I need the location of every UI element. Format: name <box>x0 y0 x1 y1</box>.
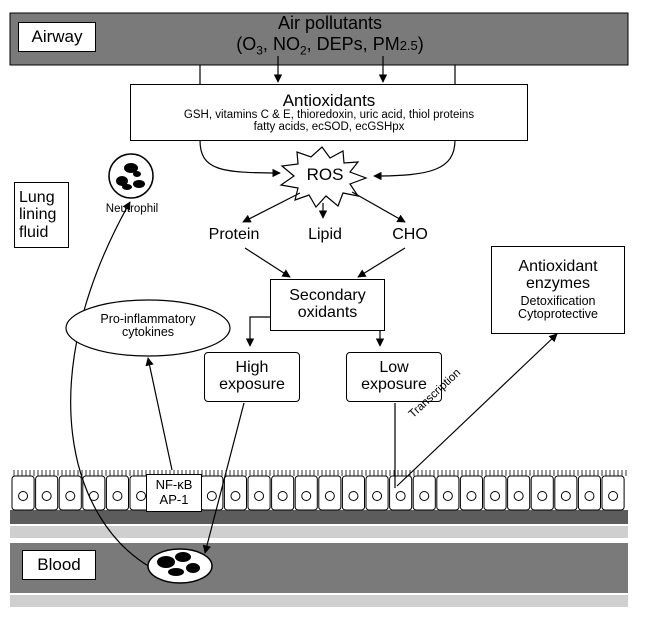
arrow-ros-protein <box>242 192 301 223</box>
arrow-high-blood <box>202 402 245 554</box>
air-pollutants-title: Air pollutants <box>277 13 383 33</box>
arrow-protein-secondary <box>244 247 291 278</box>
cell-nucleus <box>230 491 241 501</box>
cell-nucleus <box>419 491 430 501</box>
cell-nucleus <box>513 491 524 501</box>
arrow-cho-secondary <box>357 247 406 278</box>
cell-nucleus <box>136 491 147 501</box>
cell-nucleus <box>65 491 76 501</box>
cell-nucleus <box>277 491 288 501</box>
lipid-label: Lipid <box>308 226 342 243</box>
nfkb-box: NF-κB AP-1 <box>146 474 202 512</box>
cilia <box>13 470 627 476</box>
cell-nucleus <box>584 491 595 501</box>
secondary-oxidants-box: Secondary oxidants <box>270 279 385 331</box>
neutrophil-icon <box>108 153 154 199</box>
cell-nucleus <box>301 491 312 501</box>
ros-star <box>279 146 368 209</box>
epithelial-cells <box>11 475 625 511</box>
cell-nucleus <box>206 491 217 501</box>
airway-band <box>9 12 629 66</box>
lung-lining-fluid-box: Lung lining fluid <box>14 182 69 248</box>
cell-nucleus <box>466 491 477 501</box>
cho-label: CHO <box>392 226 428 243</box>
cell-nucleus <box>18 491 29 501</box>
arrow-secondary-high <box>245 316 270 347</box>
high-exposure-box: High exposure <box>204 352 300 402</box>
airway-label: Airway <box>18 22 96 52</box>
cell-nucleus <box>112 491 123 501</box>
protein-label: Protein <box>208 226 260 243</box>
arrow-ros-cho <box>351 191 406 223</box>
cell-nucleus <box>608 491 619 501</box>
antioxidants-box: Antioxidants GSH, vitamins C & E, thiore… <box>130 84 528 141</box>
cell-nucleus <box>348 491 359 501</box>
cytokines-label: Pro-inflammatory cytokines <box>100 312 196 340</box>
arrow-neutrophil-migration <box>70 201 151 568</box>
basement-membrane <box>10 526 628 538</box>
cell-nucleus <box>324 491 335 501</box>
cell-nucleus <box>254 491 265 501</box>
cell-nucleus <box>537 491 548 501</box>
cell-nucleus <box>442 491 453 501</box>
cell-nucleus <box>372 491 383 501</box>
cell-nucleus <box>41 491 52 501</box>
blood-band <box>10 543 628 593</box>
blood-neutrophil-icon <box>147 548 213 584</box>
cell-nucleus <box>560 491 571 501</box>
arrow-transcription <box>396 333 558 487</box>
cell-nucleus <box>490 491 501 501</box>
air-pollutants-list: (O3, NO2, DEPs, PM2.5) <box>236 34 424 58</box>
ros-label: ROS <box>306 165 344 184</box>
neutrophil-label: Neutrophil <box>105 203 159 215</box>
blood-lower-band <box>10 595 628 607</box>
epithelium-base <box>10 510 628 524</box>
blood-label: Blood <box>22 550 96 580</box>
cytokines-ellipse <box>65 299 231 357</box>
cell-nucleus <box>395 491 406 501</box>
arrow-nfkb-cytokines <box>145 357 173 471</box>
arrow-curve-left-ros <box>199 139 281 178</box>
low-exposure-box: Low exposure <box>346 352 442 402</box>
antioxidant-enzymes-box: Antioxidant enzymes Detoxification Cytop… <box>491 246 625 334</box>
arrow-curve-right-ros <box>373 139 456 181</box>
